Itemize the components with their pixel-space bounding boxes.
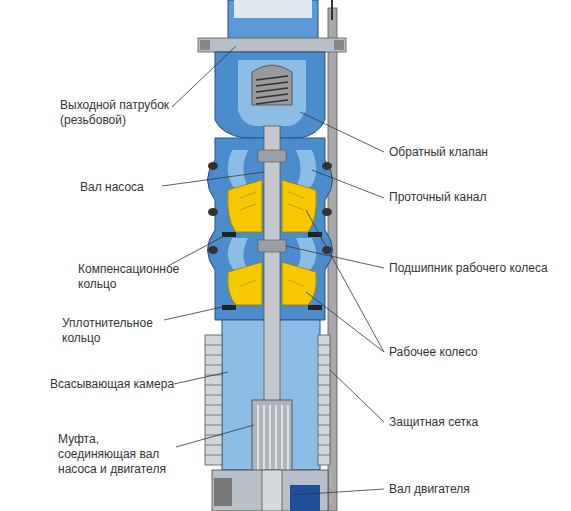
leader-line bbox=[292, 489, 384, 495]
leader-line bbox=[306, 292, 384, 352]
part-label: Обратный клапан bbox=[389, 145, 559, 160]
leader-line bbox=[312, 170, 384, 198]
flange-hole bbox=[200, 40, 210, 50]
motor-fitting bbox=[214, 478, 232, 506]
leader-line bbox=[176, 425, 254, 447]
leader-lines bbox=[162, 46, 384, 495]
leader-line bbox=[300, 112, 384, 152]
impeller bbox=[282, 180, 316, 232]
impeller bbox=[228, 262, 262, 305]
check-valve bbox=[252, 65, 292, 105]
impeller bbox=[282, 262, 316, 305]
protective-screen bbox=[205, 335, 222, 465]
flange bbox=[198, 38, 346, 52]
seal-ring bbox=[208, 208, 218, 216]
leader-line bbox=[330, 370, 384, 422]
pump-shaft bbox=[264, 126, 280, 426]
leader-line bbox=[168, 236, 224, 266]
valve-chamber bbox=[238, 60, 306, 126]
coupling bbox=[252, 400, 292, 475]
seal-ring bbox=[208, 162, 218, 170]
part-label: Всасывающая камера bbox=[50, 377, 180, 392]
bearing bbox=[258, 150, 286, 162]
cable bbox=[331, 0, 333, 20]
valve-housing bbox=[215, 52, 325, 138]
leader-line bbox=[306, 210, 384, 352]
compensation-ring bbox=[222, 305, 236, 310]
leader-line bbox=[162, 172, 264, 186]
impeller bbox=[228, 180, 262, 232]
bearing bbox=[258, 240, 286, 252]
valve-spring bbox=[256, 76, 288, 104]
part-label: Выходной патрубок (резьбовой) bbox=[60, 98, 178, 128]
leader-line bbox=[164, 307, 222, 320]
part-label: Защитная сетка bbox=[389, 415, 559, 430]
part-label: Подшипник рабочего колеса bbox=[389, 261, 567, 276]
motor-top bbox=[212, 470, 328, 511]
flow-channel bbox=[228, 150, 250, 190]
compensation-ring bbox=[308, 305, 322, 310]
flange-hole bbox=[334, 40, 344, 50]
motor-shaft bbox=[262, 470, 282, 511]
part-label: Проточный канал bbox=[389, 190, 559, 205]
seal-ring bbox=[322, 208, 332, 216]
coupling-grooves bbox=[258, 405, 288, 470]
part-label: Рабочее колесо bbox=[389, 345, 559, 360]
leader-line bbox=[172, 46, 236, 107]
leader-line bbox=[286, 246, 384, 268]
part-label: Компенсационное кольцо bbox=[78, 262, 188, 292]
seal-ring bbox=[322, 162, 332, 170]
seal-ring bbox=[322, 246, 332, 254]
protective-screen bbox=[318, 335, 330, 465]
seal-ring bbox=[208, 246, 218, 254]
part-label: Вал двигателя bbox=[389, 482, 559, 497]
leader-line bbox=[174, 372, 228, 384]
part-label: Вал насоса bbox=[80, 180, 170, 195]
part-label: Муфта, соединяющая вал насоса и двигател… bbox=[58, 432, 170, 477]
part-label: Уплотнительное кольцо bbox=[62, 316, 172, 346]
motor-seal bbox=[290, 485, 320, 511]
outlet-opening bbox=[234, 0, 312, 18]
